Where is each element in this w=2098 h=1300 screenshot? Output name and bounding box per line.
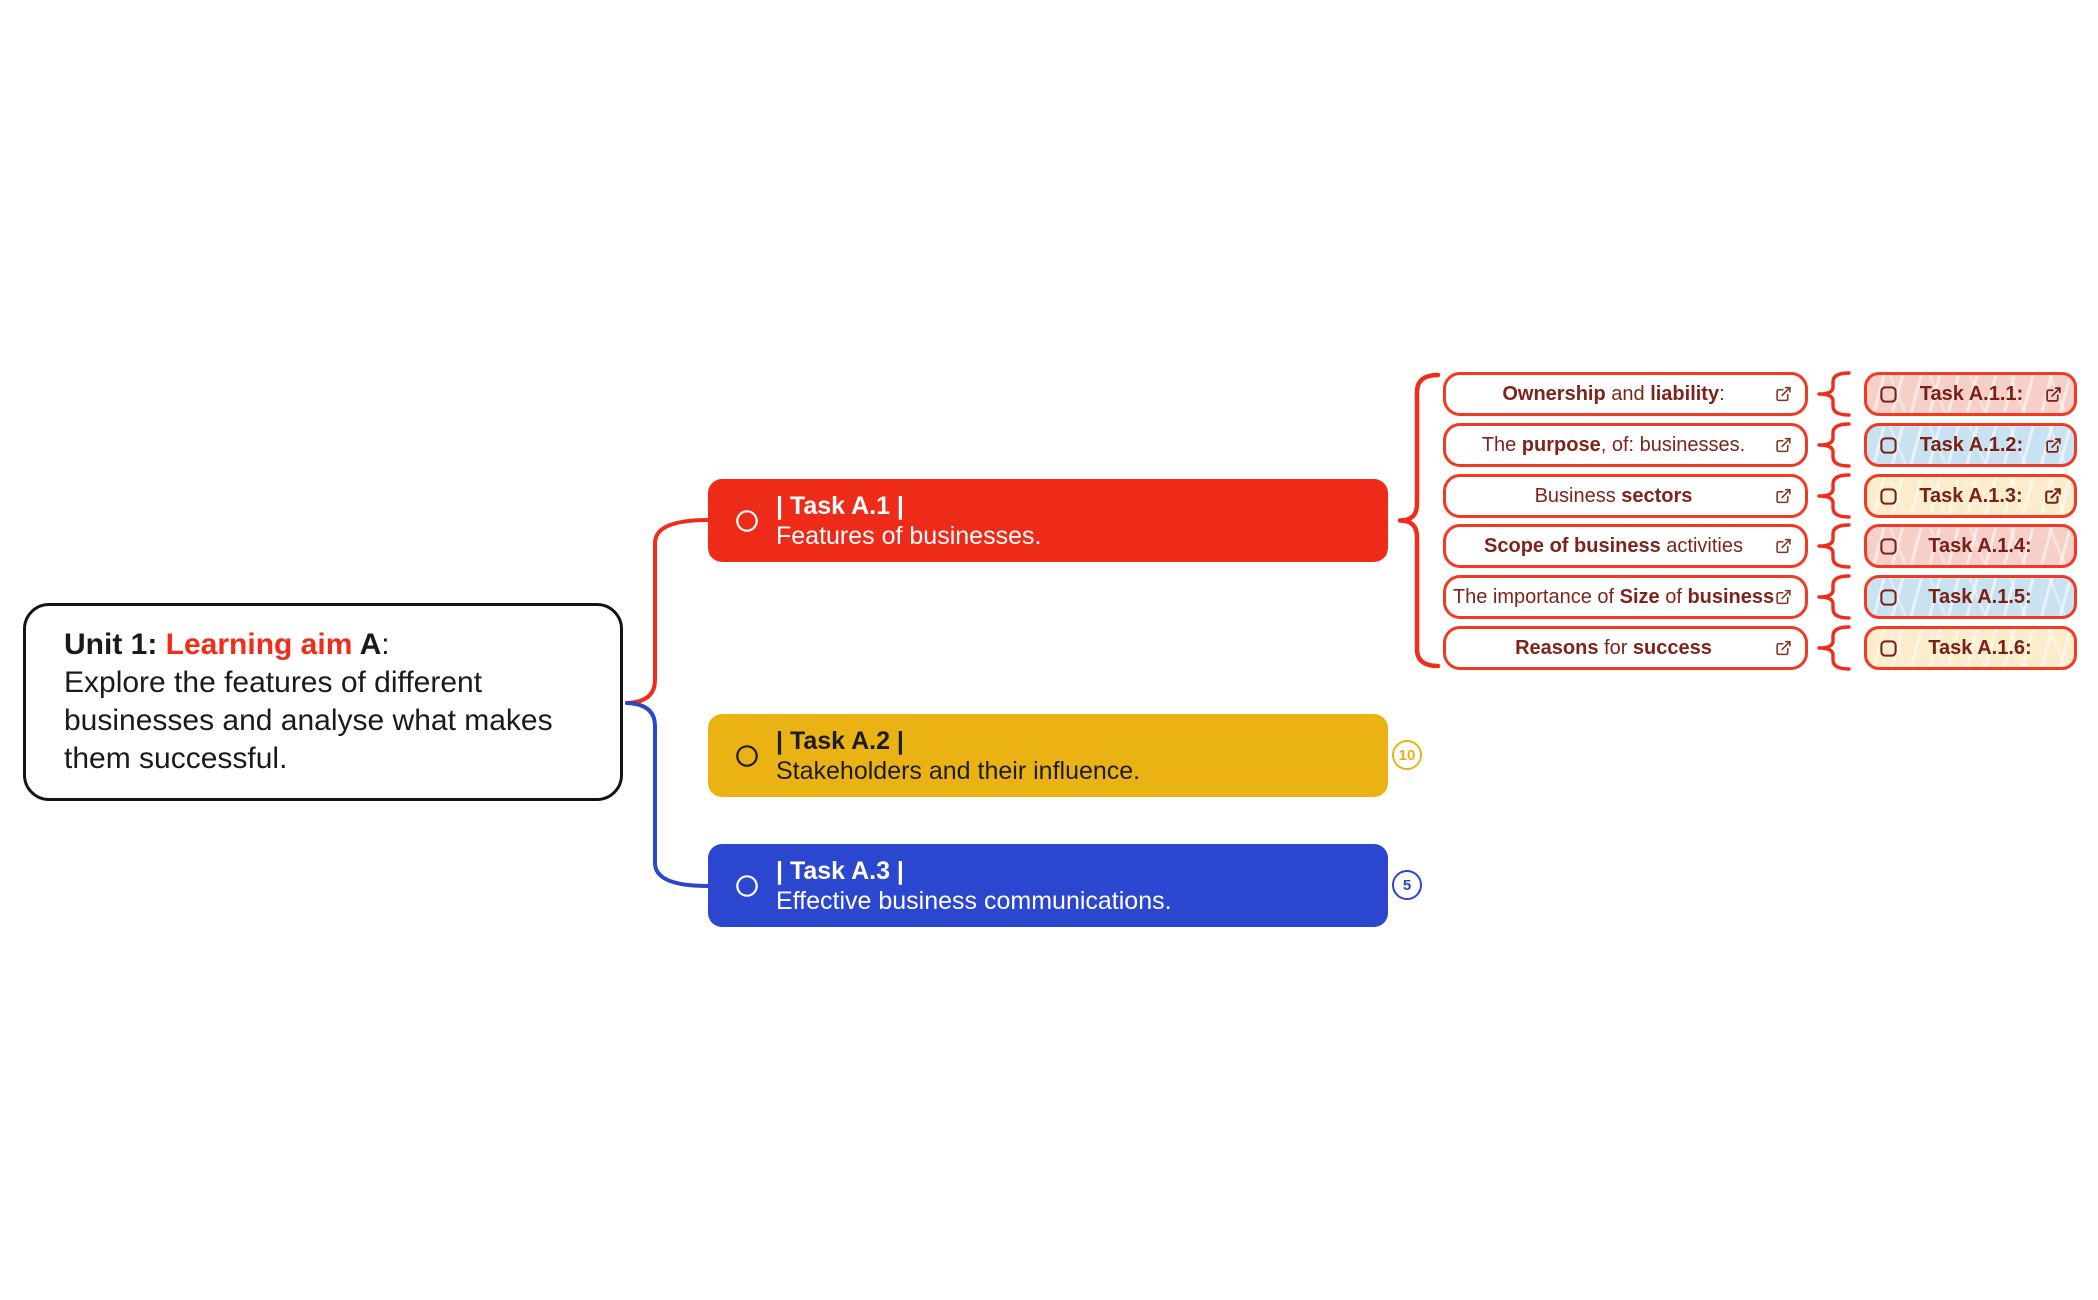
task-node-a3[interactable]: | Task A.3 | Effective business communic… bbox=[708, 844, 1388, 927]
brace-task-a1-children bbox=[1397, 372, 1441, 669]
checkbox-icon[interactable] bbox=[1879, 436, 1898, 455]
subtopic-label: The purpose, of: businesses. bbox=[1481, 433, 1746, 456]
external-link-icon[interactable] bbox=[1775, 386, 1792, 403]
subtask-pill-a1-4[interactable]: Task A.1.4: bbox=[1864, 524, 2077, 568]
subtopic-pill-purpose[interactable]: The purpose, of: businesses. bbox=[1443, 423, 1808, 467]
subtopic-label: Business sectors bbox=[1534, 484, 1693, 507]
external-link-icon[interactable] bbox=[1775, 589, 1792, 606]
checkbox-icon[interactable] bbox=[1879, 385, 1898, 404]
brace-subtopic-3 bbox=[1817, 473, 1851, 519]
root-title-colon: : bbox=[381, 628, 390, 661]
root-title: Unit 1: Learning aim A: bbox=[64, 626, 582, 664]
task-a3-child-count-badge[interactable]: 5 bbox=[1392, 870, 1422, 900]
brace-subtopic-2 bbox=[1817, 422, 1851, 468]
subtask-pill-a1-1[interactable]: Task A.1.1: bbox=[1864, 372, 2077, 416]
root-description: Explore the features of different busine… bbox=[64, 666, 553, 775]
subtask-pill-a1-2[interactable]: Task A.1.2: bbox=[1864, 423, 2077, 467]
checkbox-icon[interactable] bbox=[1879, 487, 1898, 506]
root-topic-node[interactable]: Unit 1: Learning aim A: Explore the feat… bbox=[23, 603, 623, 801]
subtopic-pill-reasons-for-success[interactable]: Reasons for success bbox=[1443, 626, 1808, 670]
circle-icon bbox=[735, 509, 759, 533]
subtask-pill-a1-5[interactable]: Task A.1.5: bbox=[1864, 575, 2077, 619]
subtopic-label: The importance of Size of business bbox=[1452, 585, 1775, 608]
brace-subtopic-1 bbox=[1817, 371, 1851, 417]
subtask-pill-a1-6[interactable]: Task A.1.6: bbox=[1864, 626, 2077, 670]
checkbox-icon[interactable] bbox=[1879, 639, 1898, 658]
task-title: | Task A.3 | bbox=[776, 856, 904, 885]
circle-icon bbox=[735, 744, 759, 768]
root-title-letter: A bbox=[352, 628, 382, 661]
connector-root-to-task-a3 bbox=[625, 701, 710, 888]
subtopic-pill-size-of-business[interactable]: The importance of Size of business bbox=[1443, 575, 1808, 619]
brace-subtopic-6 bbox=[1817, 625, 1851, 671]
subtask-label: Task A.1.5: bbox=[1928, 585, 2032, 608]
root-title-learning-aim: Learning aim bbox=[157, 628, 353, 661]
subtopic-label: Reasons for success bbox=[1515, 636, 1712, 659]
subtopic-label: Ownership and liability: bbox=[1502, 382, 1725, 405]
external-link-icon[interactable] bbox=[1775, 488, 1792, 505]
task-node-a1[interactable]: | Task A.1 | Features of businesses. bbox=[708, 479, 1388, 562]
subtask-label: Task A.1.4: bbox=[1928, 534, 2032, 557]
task-node-a2[interactable]: | Task A.2 | Stakeholders and their infl… bbox=[708, 714, 1388, 797]
subtopic-pill-ownership-liability[interactable]: Ownership and liability: bbox=[1443, 372, 1808, 416]
checkbox-icon[interactable] bbox=[1879, 588, 1898, 607]
brace-subtopic-4 bbox=[1817, 523, 1851, 569]
subtopic-pill-business-sectors[interactable]: Business sectors bbox=[1443, 474, 1808, 518]
subtask-label: Task A.1.3: bbox=[1919, 484, 2023, 507]
task-a2-child-count-badge[interactable]: 10 bbox=[1392, 740, 1422, 770]
subtopic-pill-scope-activities[interactable]: Scope of business activities bbox=[1443, 524, 1808, 568]
brace-subtopic-5 bbox=[1817, 574, 1851, 620]
connector-root-to-task-a1 bbox=[625, 518, 710, 705]
external-link-icon[interactable] bbox=[1775, 640, 1792, 657]
task-subtitle: Features of businesses. bbox=[776, 521, 1042, 550]
external-link-icon[interactable] bbox=[2045, 386, 2062, 403]
root-title-unit: Unit 1: bbox=[64, 628, 158, 661]
external-link-icon[interactable] bbox=[2045, 437, 2062, 454]
subtopic-label: Scope of business activities bbox=[1484, 534, 1743, 557]
task-title: | Task A.1 | bbox=[776, 491, 904, 520]
subtask-label: Task A.1.6: bbox=[1928, 636, 2032, 659]
external-link-icon[interactable] bbox=[1775, 437, 1792, 454]
task-subtitle: Stakeholders and their influence. bbox=[776, 756, 1141, 785]
task-subtitle: Effective business communications. bbox=[776, 886, 1172, 915]
external-link-icon[interactable] bbox=[2044, 487, 2062, 505]
circle-icon bbox=[735, 874, 759, 898]
subtask-label: Task A.1.1: bbox=[1919, 382, 2024, 405]
task-title: | Task A.2 | bbox=[776, 726, 904, 755]
checkbox-icon[interactable] bbox=[1879, 537, 1898, 556]
external-link-icon[interactable] bbox=[1775, 538, 1792, 555]
subtask-pill-a1-3[interactable]: Task A.1.3: bbox=[1864, 474, 2077, 518]
subtask-label: Task A.1.2: bbox=[1919, 433, 2024, 456]
